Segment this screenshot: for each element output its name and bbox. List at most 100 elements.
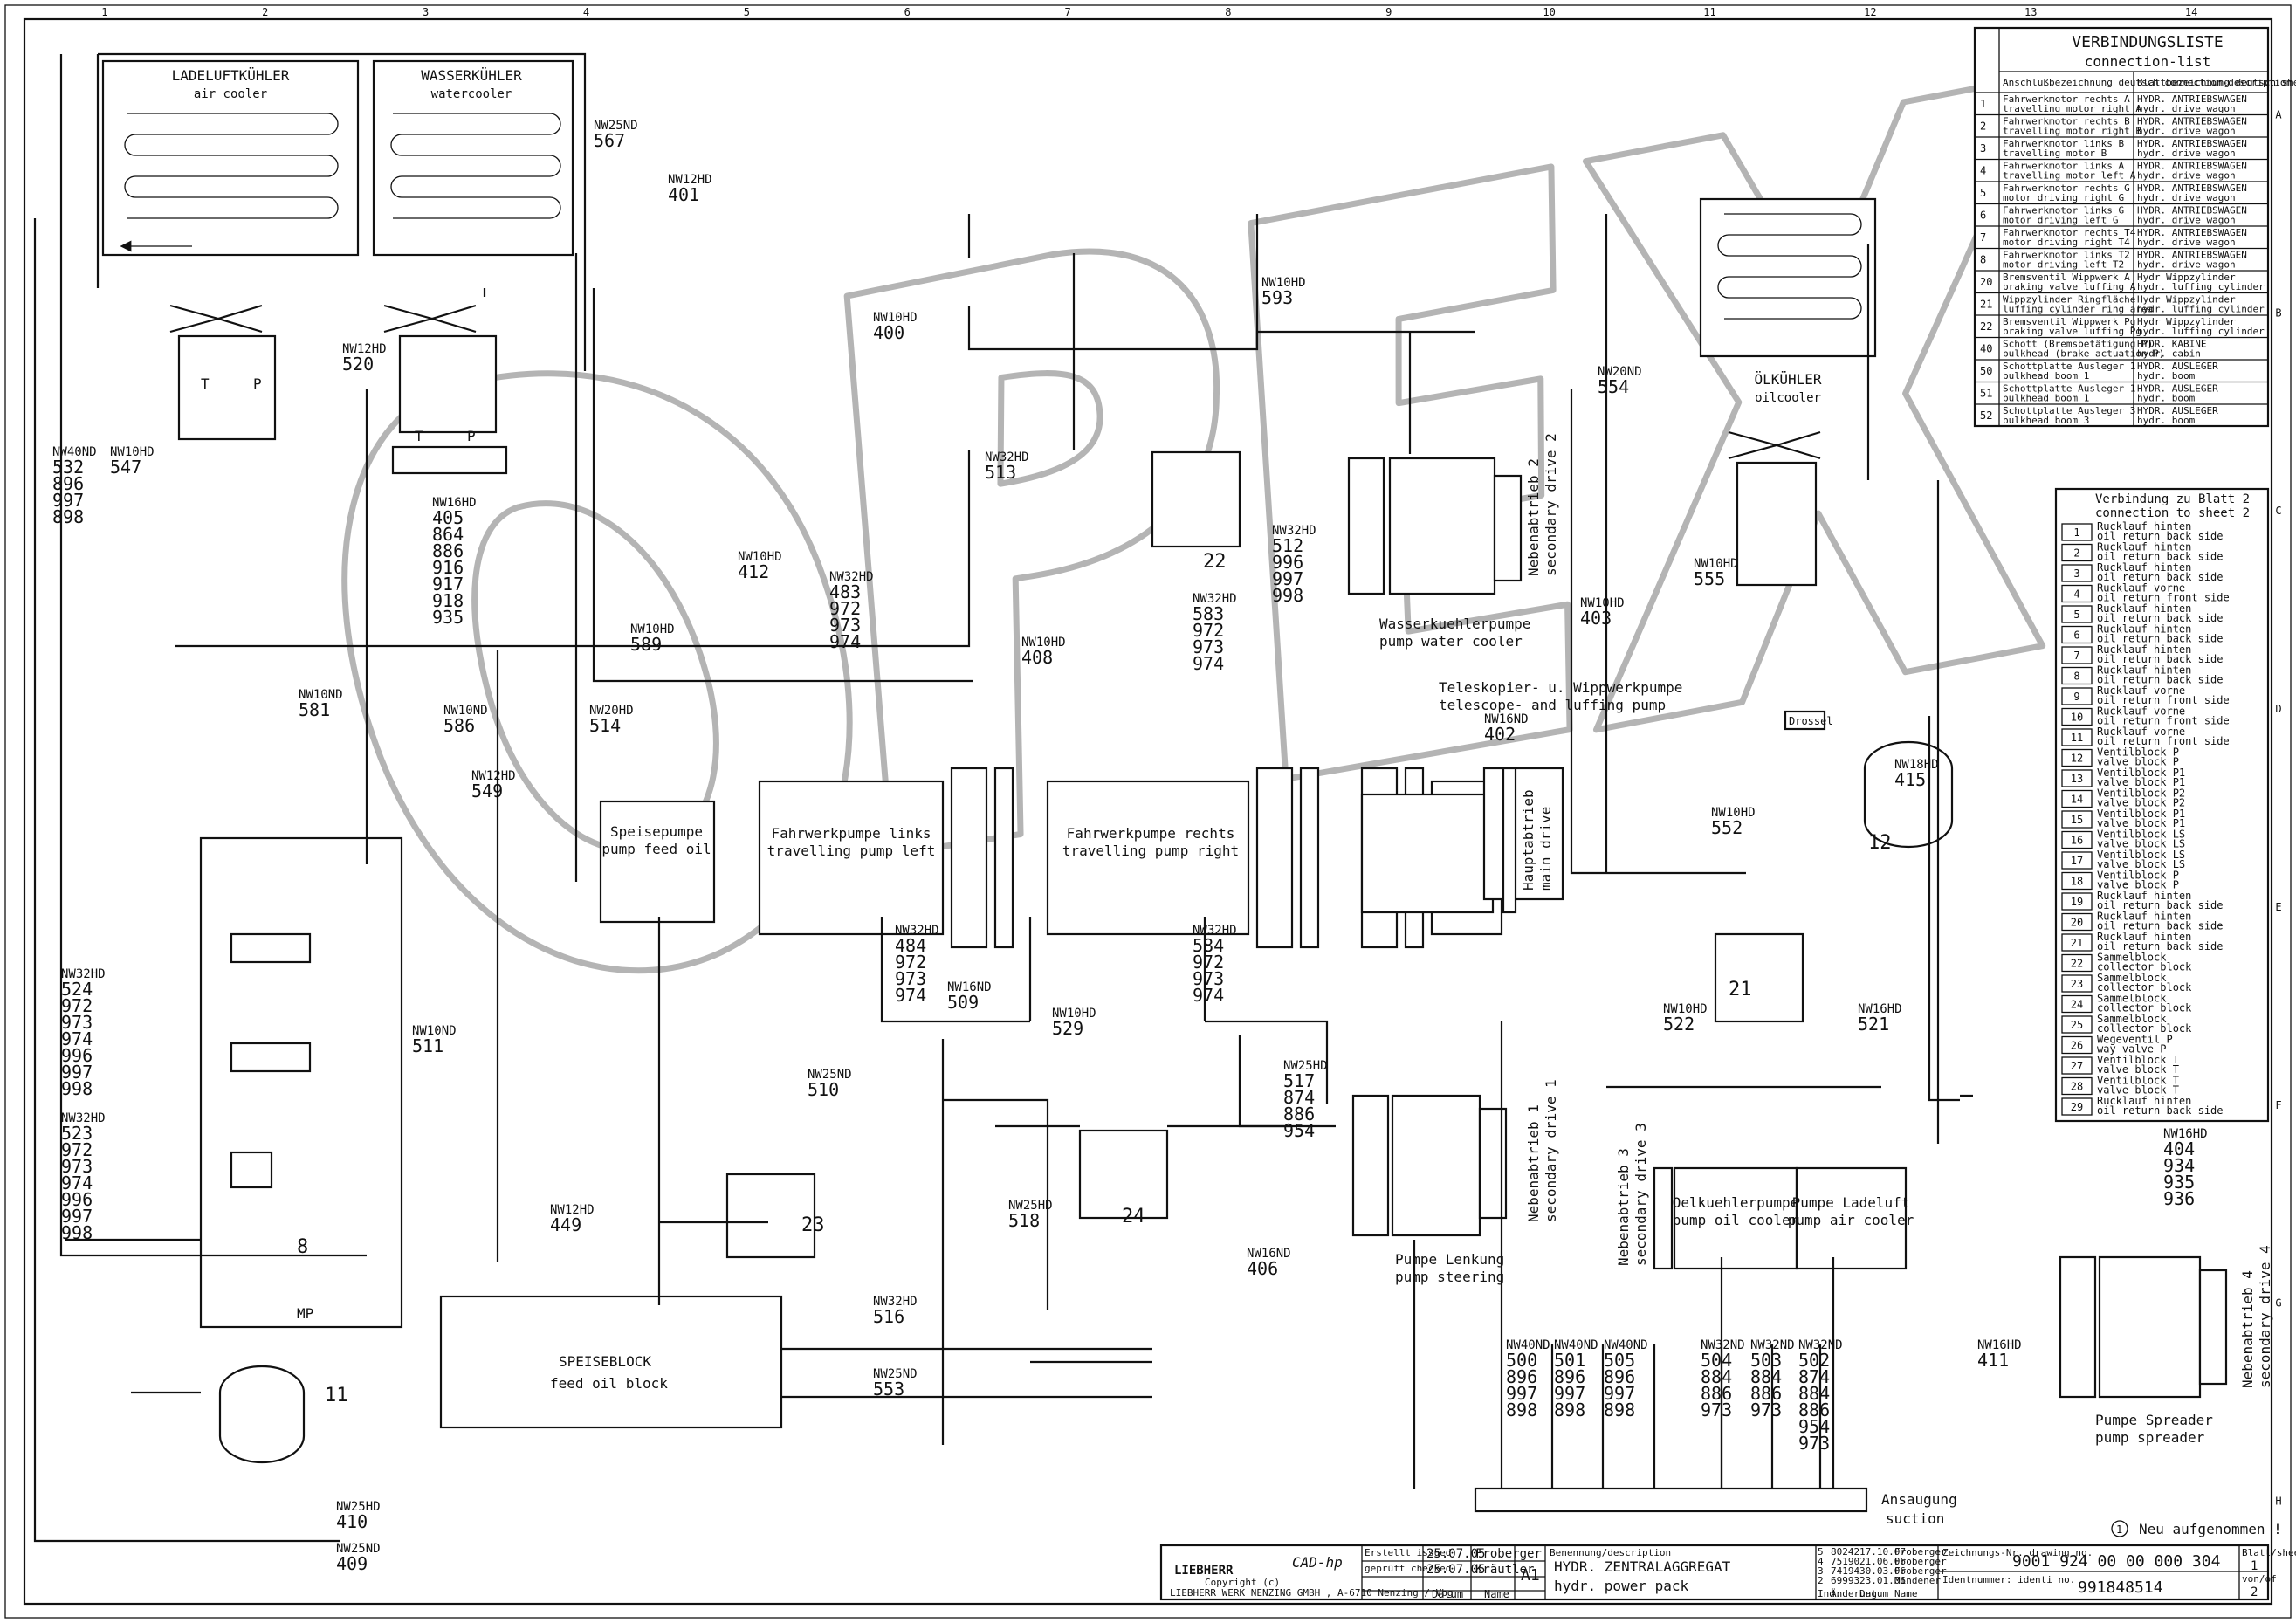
sheet2-row-number: 24 [2071,999,2083,1011]
sheet2-row-box [2061,584,2093,603]
zone-number: 13 [2024,6,2037,18]
sheet2-row-de: Ventilblock P [2097,746,2179,759]
conn-row-sheet-en: hydr. luffing cylinder [2137,304,2265,315]
revision-header: Name [1894,1588,1918,1599]
ident-label: Identnummer: identi no. [1942,1574,2075,1585]
suction-label-en: suction [1886,1510,1944,1527]
conn-row-sheet-en: hydr. luffing cylinder [2137,326,2265,337]
sheet2-row-en: valve block T [2097,1084,2179,1097]
accumulator-11: 11 [218,1365,348,1464]
zone-number: 6 [904,6,911,18]
conn-row-en: travelling motor B [2003,148,2107,159]
sheet2-row-en: valve block P1 [2097,776,2185,788]
address: LIEBHERR WERK NENZING GMBH , A-6710 Nenz… [1170,1587,1454,1599]
revision-cell: 2 [1818,1575,1824,1586]
sheet2-row-de: Rucklauf vorne [2097,705,2185,718]
zone-number: 5 [744,6,750,18]
sheet2-row-number: 14 [2071,794,2083,806]
svg-text:12: 12 [1868,832,1892,854]
svg-text:21: 21 [1729,979,1752,1001]
sec1-label-en: secondary drive 1 [1543,1079,1559,1222]
sheet2-row-en: collector block [2097,1002,2192,1014]
sheet2-row-box [2061,666,2093,685]
sheet2-row-en: oil return back side [2097,612,2224,624]
conn-row-sheet-de: HYDR. ANTRIEBSWAGEN [2137,116,2247,127]
travel-right-label-en: travelling pump right [1062,842,1239,859]
sheet-label: Blatt/sheet [2242,1547,2296,1558]
conn-row-de: Fahrwerkmotor rechts G [2003,182,2130,194]
conn-row-sheet-de: HYDR. ANTRIEBSWAGEN [2137,93,2247,105]
sheet2-row-de: Rucklauf hinten [2097,623,2191,636]
name-label: Name [1484,1588,1509,1600]
sheet2-row-de: Ventilblock LS [2097,829,2185,841]
tele-pump-label: Teleskopier- u. Wippwerkpumpe [1439,679,1682,696]
conn-row-sheet-de: HYDR. AUSLEGER [2137,361,2218,372]
copyright: Copyright (c) [1205,1577,1280,1588]
air-cooler-label: LADELUFTKÜHLER [172,67,290,84]
oil-cooler-label: ÖLKÜHLER [1754,371,1821,388]
spreader-label-en: pump spreader [2095,1429,2205,1446]
conn-list-title: VERBINDUNGSLISTE [2072,33,2223,52]
zone-number: 2 [262,6,268,18]
zone-number: 4 [583,6,589,18]
conn-row-en: braking valve luffing Pg [2003,326,2141,337]
revision-cell: 5 [1818,1546,1824,1558]
connection-list: VERBINDUNGSLISTE connection-list Anschlu… [1973,26,2296,428]
sheet2-row-number: 25 [2071,1019,2083,1031]
air-cooler: LADELUFTKÜHLER air cooler [101,59,360,257]
checked-date: 25.07.05 [1426,1563,1485,1577]
sheet2-row-de: Sammelblock [2097,972,2167,984]
sec1-label: Nebenabtrieb 1 [1525,1104,1542,1222]
created-label: Erstellt issued [1365,1547,1451,1558]
aircool-pump-label: Pumpe Ladeluft [1792,1194,1910,1211]
svg-text:P: P [253,375,262,392]
sheet2-row-box [2061,912,2093,932]
conn-row-number: 22 [1980,320,1992,333]
conn-row-number: 6 [1980,210,1986,222]
revision-cell: 80242 [1831,1546,1859,1558]
drawing-title-en: hydr. power pack [1554,1578,1688,1594]
cad-software: CAD-hp [1292,1554,1343,1571]
conn-row-en: bulkhead boom 1 [2003,370,2089,382]
sheet2-row-box [2061,974,2093,993]
zone-letter: F [2275,1099,2281,1111]
conn-row-sheet-de: HYDR. ANTRIEBSWAGEN [2137,138,2247,149]
main-drive: Hauptabtrieb main drive [1502,767,1554,914]
suction-manifold: Ansaugung suction [1474,1487,1957,1527]
conn-row-en: travelling motor right A [2003,103,2141,114]
sheet2-row-en: oil return back side [2097,571,2224,583]
sheet2-row-box [2061,1035,2093,1055]
sheet2-row-number: 26 [2071,1040,2083,1052]
new-note-text: Neu aufgenommen ! [2139,1521,2282,1537]
sheet2-row-box [2061,830,2093,849]
sheet2-row-number: 23 [2071,978,2083,990]
oilcool-pump-label-en: pump oil cooler [1673,1212,1799,1228]
sheet2-row-de: Ventilblock T [2097,1075,2179,1087]
revision-cell: Froberger [1894,1565,1947,1577]
zone-letter: E [2275,901,2281,913]
sheet2-row-number: 2 [2073,547,2079,560]
travel-right-label: Fahrwerkpumpe rechts [1067,825,1235,842]
conn-row-sheet-en: hydr. boom [2137,370,2196,382]
created-date: 25.07.05 [1426,1547,1485,1561]
zone-number: 12 [1864,6,1876,18]
filter-24: 24 [1078,1129,1169,1228]
sheet2-row-en: valve block P [2097,879,2179,891]
travel-left-label: Fahrwerkpumpe links [771,825,931,842]
spreader-label: Pumpe Spreader [2095,1412,2213,1428]
conn-row-en: luffing cylinder ring area [2003,304,2153,315]
oil-cooler: ÖLKÜHLER oilcooler [1699,197,1877,587]
steer-label-en: pump steering [1395,1269,1504,1285]
sheet2-row-box [2061,1056,2093,1075]
